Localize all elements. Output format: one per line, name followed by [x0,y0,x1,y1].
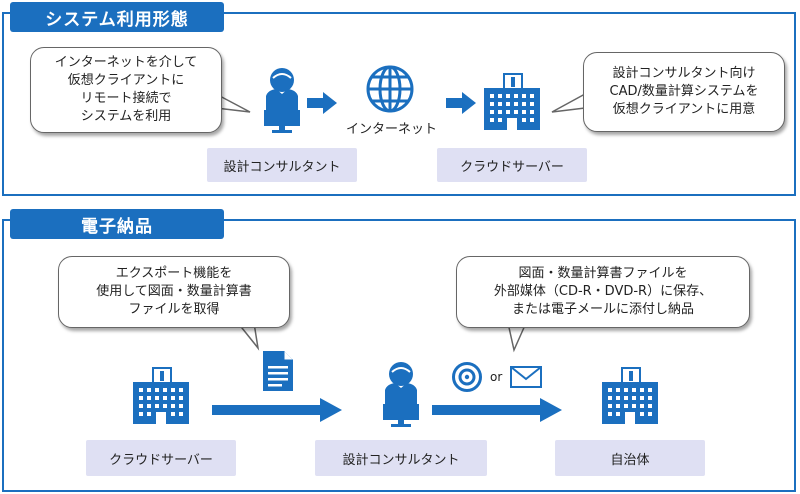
bubble-line: ファイルを取得 [128,302,220,317]
cloud-server-icon [133,367,189,424]
bubble-line: CAD/数量計算システムを [609,84,759,99]
bubble-line: 仮想クライアントに用意 [612,102,756,117]
arrow-right-icon [446,92,476,114]
cloud-server-label: クラウドサーバー [86,440,236,476]
municipality-label: 自治体 [555,440,705,476]
arrow-right-icon [307,92,337,114]
consultant-icon [383,362,419,427]
bubble-line: リモート接続で [80,91,172,106]
bubble-line: エクスポート機能を [115,266,233,281]
bubble-tail [237,322,260,351]
bubble-line: インターネットを介して [54,55,198,70]
bubble-line: 仮想クライアントに [67,73,185,88]
bubble-line: システムを利用 [80,109,172,124]
cad-system-bubble: 設計コンサルタント向け CAD/数量計算システムを 仮想クライアントに用意 [583,52,785,132]
consultant-icon [264,68,300,133]
media-delivery-bubble: 図面・数量計算書ファイルを 外部媒体（CD-R・DVD-R）に保存、 または電子… [456,256,750,328]
export-bubble: エクスポート機能を 使用して図面・数量計算書 ファイルを取得 [58,256,290,328]
municipality-building-icon [602,367,658,424]
document-icon [263,351,293,391]
consultant-label: 設計コンサルタント [207,148,357,182]
long-arrow-right-icon [432,398,562,422]
globe-icon [366,65,414,113]
system-usage-title: システム利用形態 [10,2,224,32]
bubble-tail [551,93,586,113]
bubble-tail [507,322,527,353]
bubble-line: 設計コンサルタント向け [612,66,756,81]
cloud-server-icon [484,73,540,130]
internet-label: インターネット [346,122,438,137]
consultant-label: 設計コンサルタント [315,440,487,476]
bubble-line: または電子メールに添付し納品 [511,302,694,317]
disc-icon [452,362,482,392]
electronic-delivery-title: 電子納品 [10,209,224,239]
envelope-icon [510,366,542,388]
long-arrow-right-icon [212,398,342,422]
cloud-server-label: クラウドサーバー [437,148,587,182]
bubble-line: 外部媒体（CD-R・DVD-R）に保存、 [493,284,713,299]
bubble-tail [215,93,251,113]
or-text: or [490,370,503,384]
remote-connection-bubble: インターネットを介して 仮想クライアントに リモート接続で システムを利用 [30,47,222,133]
bubble-line: 使用して図面・数量計算書 [96,284,252,299]
bubble-line: 図面・数量計算書ファイルを [518,266,688,281]
